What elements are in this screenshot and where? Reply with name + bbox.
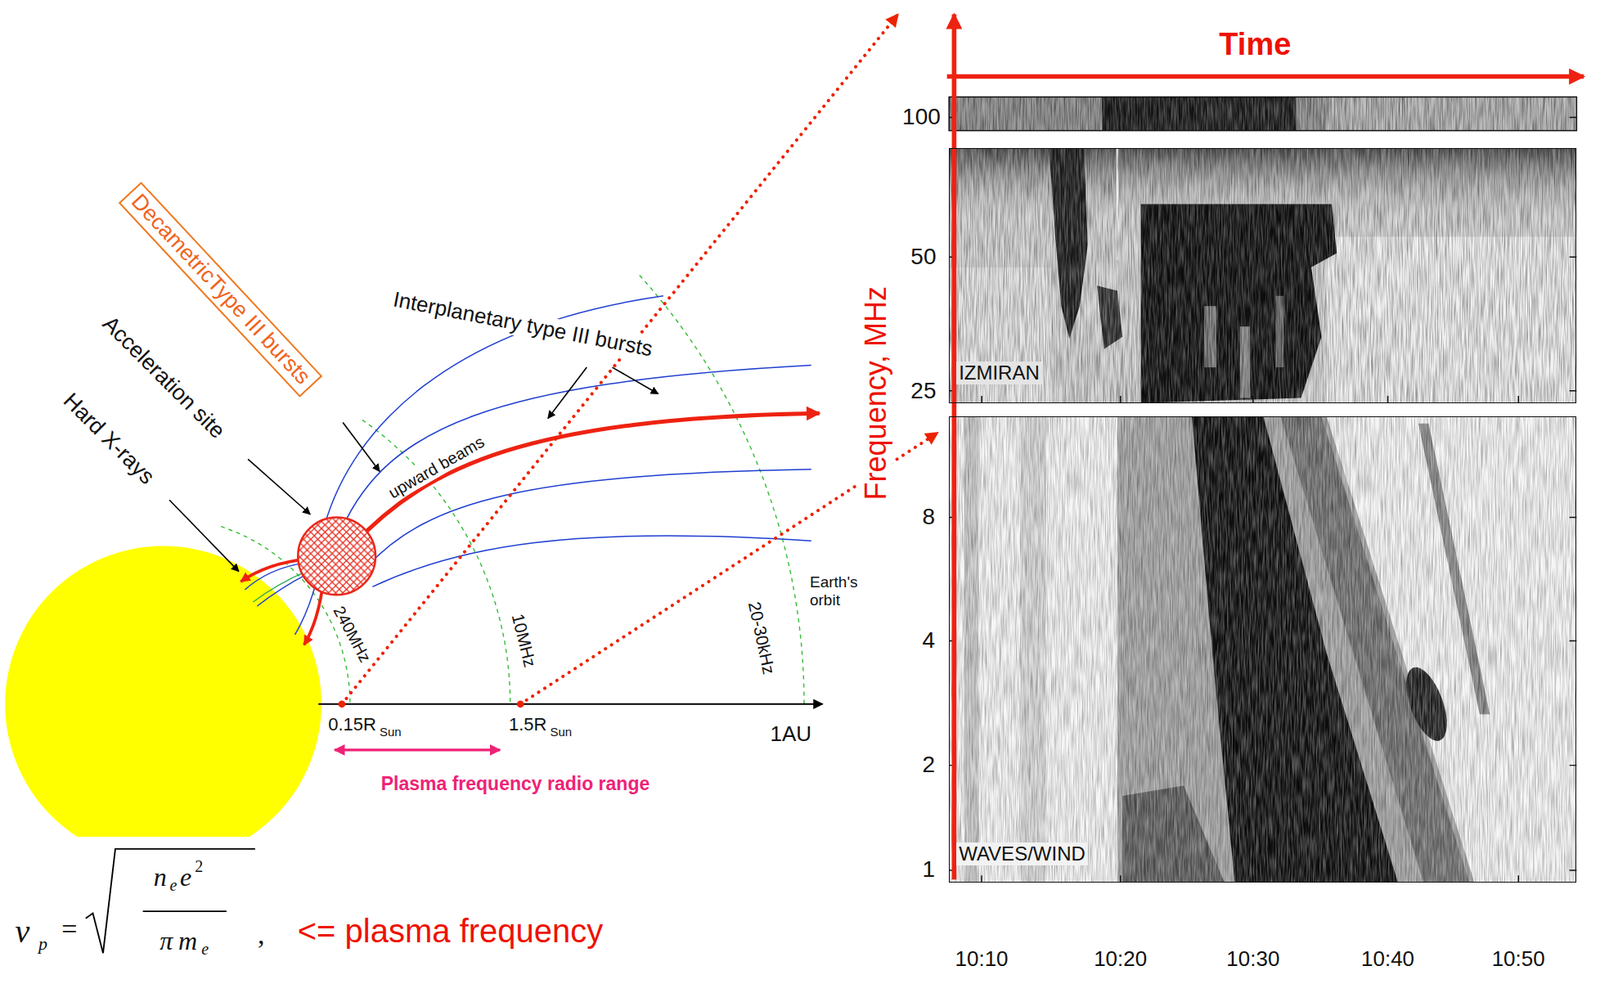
field-line — [341, 365, 812, 530]
formula-symbol: e — [170, 876, 178, 895]
formula-symbol: n — [153, 862, 167, 893]
beam-arrow — [351, 413, 819, 546]
annotation-label: Earth's orbit — [808, 573, 860, 610]
sun-disc — [4, 545, 322, 837]
annotation-label: Acceleration site — [95, 310, 231, 445]
spectrogram-noise — [948, 97, 1577, 131]
range-label: Plasma frequency radio range — [379, 773, 652, 795]
field-loop — [252, 571, 306, 603]
frequency-label: 20-30kHz — [743, 597, 779, 678]
distance-label: 1AU — [768, 722, 814, 747]
spectrogram-noise — [948, 97, 1577, 131]
tick-label: 1 — [920, 856, 937, 883]
formula-symbol: , — [257, 918, 266, 951]
leader-arrow — [247, 458, 311, 514]
level-arc — [639, 275, 805, 705]
tick-label: 8 — [920, 503, 937, 531]
tick-label: 10:50 — [1490, 947, 1547, 972]
formula-symbol: e — [201, 939, 209, 959]
spectrogram-noise — [948, 416, 1577, 883]
range-arrow — [334, 748, 500, 751]
distance-label: 0.15R — [326, 714, 378, 735]
axis-tick — [948, 116, 1577, 883]
acceleration-site — [297, 516, 376, 595]
formula-symbol: π — [159, 925, 173, 957]
tick-label: 10:10 — [953, 947, 1011, 972]
formula-note: <= plasma frequency — [296, 912, 606, 950]
spectrogram-fill — [948, 97, 1577, 131]
distance-axis — [318, 703, 823, 706]
formula-symbol: = — [61, 912, 77, 945]
tick-label: 10:40 — [1359, 947, 1416, 972]
frequency-label: 10MHz — [507, 610, 540, 671]
spectrogram-fill — [948, 416, 1577, 883]
projection-line — [341, 13, 899, 704]
distance-label: 1.5R — [507, 714, 549, 735]
fraction-bar — [143, 910, 227, 913]
spectrogram-noise — [948, 148, 1577, 404]
beam-arrow — [304, 588, 323, 646]
axis-title: Frequency, MHz — [858, 284, 893, 502]
tick-label: 25 — [908, 377, 938, 405]
projection-dot — [516, 700, 525, 708]
node-text: IZMIRAN — [956, 361, 1043, 385]
annotation-label: Interplanetary type III bursts — [389, 287, 657, 363]
distance-subscript: Sun — [548, 724, 574, 739]
distance-subscript: Sun — [377, 724, 404, 739]
axis-title: Time — [1217, 26, 1293, 63]
annotation-label: upward beams — [384, 431, 490, 504]
leader-arrow — [169, 499, 239, 571]
spectrogram-noise — [948, 416, 1577, 883]
node-text: WAVES/WIND — [956, 842, 1088, 866]
formula-symbol: 2 — [194, 857, 203, 877]
formula-symbol: p — [38, 933, 48, 954]
frequency-label: 240MHz — [328, 602, 376, 668]
time-axis — [947, 74, 1584, 80]
formula-symbol: ν — [15, 912, 31, 951]
annotation-label: Hard X-rays — [57, 386, 162, 491]
tick-label: 100 — [900, 103, 943, 131]
leader-arrow — [611, 367, 658, 394]
spectrogram-fill — [948, 148, 1577, 404]
leader-arrow — [548, 367, 587, 418]
spectrogram-panel: WAVES/WIND — [948, 416, 1577, 883]
field-loop — [256, 573, 308, 607]
formula-symbol: e — [179, 862, 192, 893]
frequency-axis — [952, 13, 958, 880]
spectrogram-noise — [948, 148, 1577, 404]
spectrogram-panel: IZMIRAN — [948, 148, 1577, 404]
tick-label: 4 — [920, 627, 937, 654]
spectrogram-frame — [948, 97, 1577, 131]
beam-arrow — [240, 559, 306, 582]
field-line — [367, 469, 812, 567]
formula-symbol: m — [178, 925, 198, 957]
leader-arrow — [342, 422, 380, 472]
field-line — [372, 535, 811, 587]
tick-label: 10:30 — [1224, 947, 1281, 972]
tick-label: 50 — [908, 243, 938, 270]
tick-label: 2 — [920, 751, 937, 778]
projection-dot — [338, 700, 347, 708]
tick-label: 10:20 — [1092, 947, 1149, 972]
